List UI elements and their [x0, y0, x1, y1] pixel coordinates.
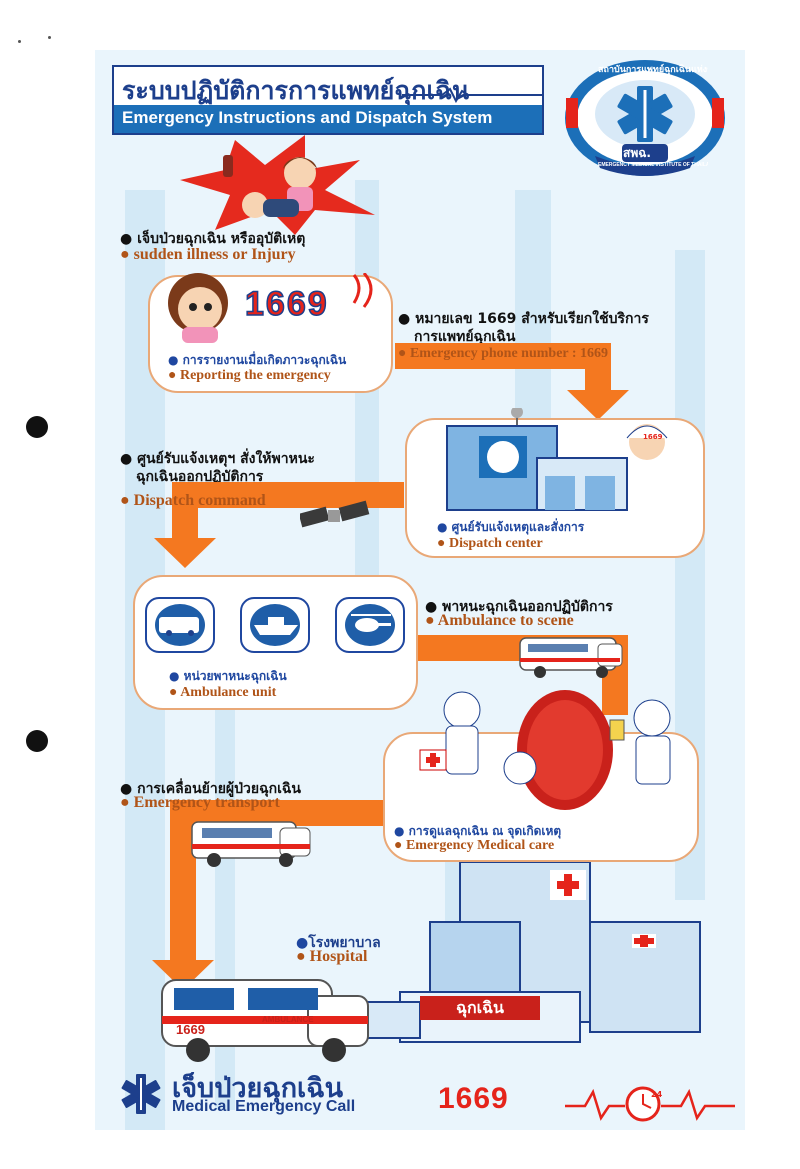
page-title-thai: ระบบปฏิบัติการการแพทย์ฉุกเฉิน [122, 76, 470, 105]
binder-hole-top [26, 416, 48, 438]
footer-title-english: Medical Emergency Call [172, 1098, 356, 1115]
flow-arrowhead-down-icon [567, 390, 629, 420]
paper-speck [18, 40, 21, 43]
hospital-building-illustration [340, 862, 701, 1043]
ambulance-scene-label-thai: ● พาหนะฉุกเฉินออกปฏิบัติการ [425, 599, 613, 615]
ringing-signal-icon [352, 273, 373, 308]
transport-ambulance-illustration [191, 821, 311, 867]
phone-label-thai-line2: การแพทย์ฉุกเฉิน [414, 329, 516, 345]
helicopter-icon [351, 614, 391, 632]
dispatch-command-label-thai-line1: ● ศูนย์รับแจ้งเหตุฯ สั่งให้พาหนะ [120, 451, 315, 467]
illness-label-thai: ● เจ็บป่วยฉุกเฉิน หรืออุบัติเหตุ [120, 231, 306, 247]
hospital-label-english: ● Hospital [296, 948, 368, 965]
phone-label-english: ● Emergency phone number : 1669 [398, 346, 609, 361]
seal-ribbon-text: EMERGENCY MEDICAL INSTITUTE OF THAILAND [598, 162, 708, 168]
dispatch-command-label-english: ● Dispatch command [120, 492, 266, 509]
transport-label-thai: ● การเคลื่อนย้ายผู้ป่วยฉุกเฉิน [120, 781, 301, 797]
ambulance-unit-label-thai: ● หน่วยพาหนะฉุกเฉิน [169, 669, 287, 683]
ambulance-to-scene-illustration [519, 637, 623, 678]
flow-arrow-command-down [172, 482, 198, 542]
accident-scene-illustration [180, 135, 375, 235]
medical-care-label-thai: ● การดูแลฉุกเฉิน ณ จุดเกิดเหตุ [394, 824, 562, 838]
seal-abbreviation: สพฉ. [623, 146, 651, 160]
heartbeat-clock-icon [565, 1086, 735, 1122]
ecg-line-icon [402, 87, 542, 103]
ambulance-van-icon [159, 617, 199, 636]
seal-arc-text: สถาบันการแพทย์ฉุกเฉินแห่งชาติ [598, 65, 708, 75]
flow-arrowhead-down-icon [154, 538, 216, 568]
arriving-ambulance-illustration [161, 979, 369, 1062]
header-title-box: ระบบปฏิบัติการการแพทย์ฉุกเฉิน Emergency … [112, 65, 544, 135]
rescue-boat-icon [254, 617, 298, 635]
flow-arrow-report-to-center [395, 343, 608, 369]
footer-title-thai: เจ็บป่วยฉุกเฉิน [172, 1073, 344, 1104]
dispatch-center-building-illustration [446, 408, 668, 511]
paramedics-care-illustration [419, 690, 671, 810]
ambulance-scene-label-english: ● Ambulance to scene [425, 612, 574, 629]
reporting-card: 1669 ● การรายงานเมื่อเกิดภาวะฉุกเฉิน ● R… [148, 273, 393, 393]
star-of-life-icon [121, 1074, 161, 1114]
ambulance-unit-label-english: ● Ambulance unit [169, 685, 277, 700]
dispatch-center-label-english: ● Dispatch center [437, 536, 543, 551]
ambulance-plate: 1669 [176, 1022, 205, 1037]
medical-care-label-english: ● Emergency Medical care [394, 838, 555, 853]
hospital-er-sign: ฉุกเฉิน [420, 996, 540, 1020]
dispatcher-helmet-badge: 1669 [643, 433, 663, 441]
transport-label-english: ● Emergency transport [120, 794, 280, 811]
phone-label-thai-line1: ● หมายเลข 1669 สำหรับเรียกใช้บริการ [398, 311, 649, 327]
flow-arrowhead-down-icon [152, 960, 214, 990]
dispatch-center-card: 1669 ● ศูนย์รับแจ้งเหตุและสั่งการ ● Disp… [405, 408, 705, 558]
ambulance-van-tile [145, 597, 215, 653]
illness-label-english: ● sudden illness or Injury [120, 246, 296, 263]
dispatch-center-label-thai: ● ศูนย์รับแจ้งเหตุและสั่งการ [437, 520, 585, 534]
rescue-boat-tile [240, 597, 310, 653]
ambulance-side-text: AMBULANCE [262, 1015, 314, 1024]
footer-hotline-number: 1669 [438, 1082, 509, 1115]
helicopter-tile [335, 597, 405, 653]
hospital-label-thai: ●โรงพยาบาล [296, 935, 381, 951]
reporting-label-english: ● Reporting the emergency [168, 368, 331, 383]
dispatch-command-label-thai-line2: ฉุกเฉินออกปฏิบัติการ [136, 469, 264, 485]
phone-number-graphic: 1669 [244, 284, 329, 324]
flow-arrow-report-to-center-down [585, 343, 611, 398]
page-title-english: Emergency Instructions and Dispatch Syst… [122, 108, 493, 127]
reporting-label-thai: ● การรายงานเมื่อเกิดภาวะฉุกเฉิน [168, 353, 347, 367]
paper-speck [48, 36, 51, 39]
ems-institute-seal [565, 60, 725, 176]
caller-woman-illustration [168, 273, 228, 343]
ambulance-unit-card: ● หน่วยพาหนะฉุกเฉิน ● Ambulance unit [133, 575, 418, 710]
satellite-icon [300, 500, 370, 528]
clock-24-badge: 24 [651, 1090, 663, 1099]
binder-hole-bottom [26, 730, 48, 752]
